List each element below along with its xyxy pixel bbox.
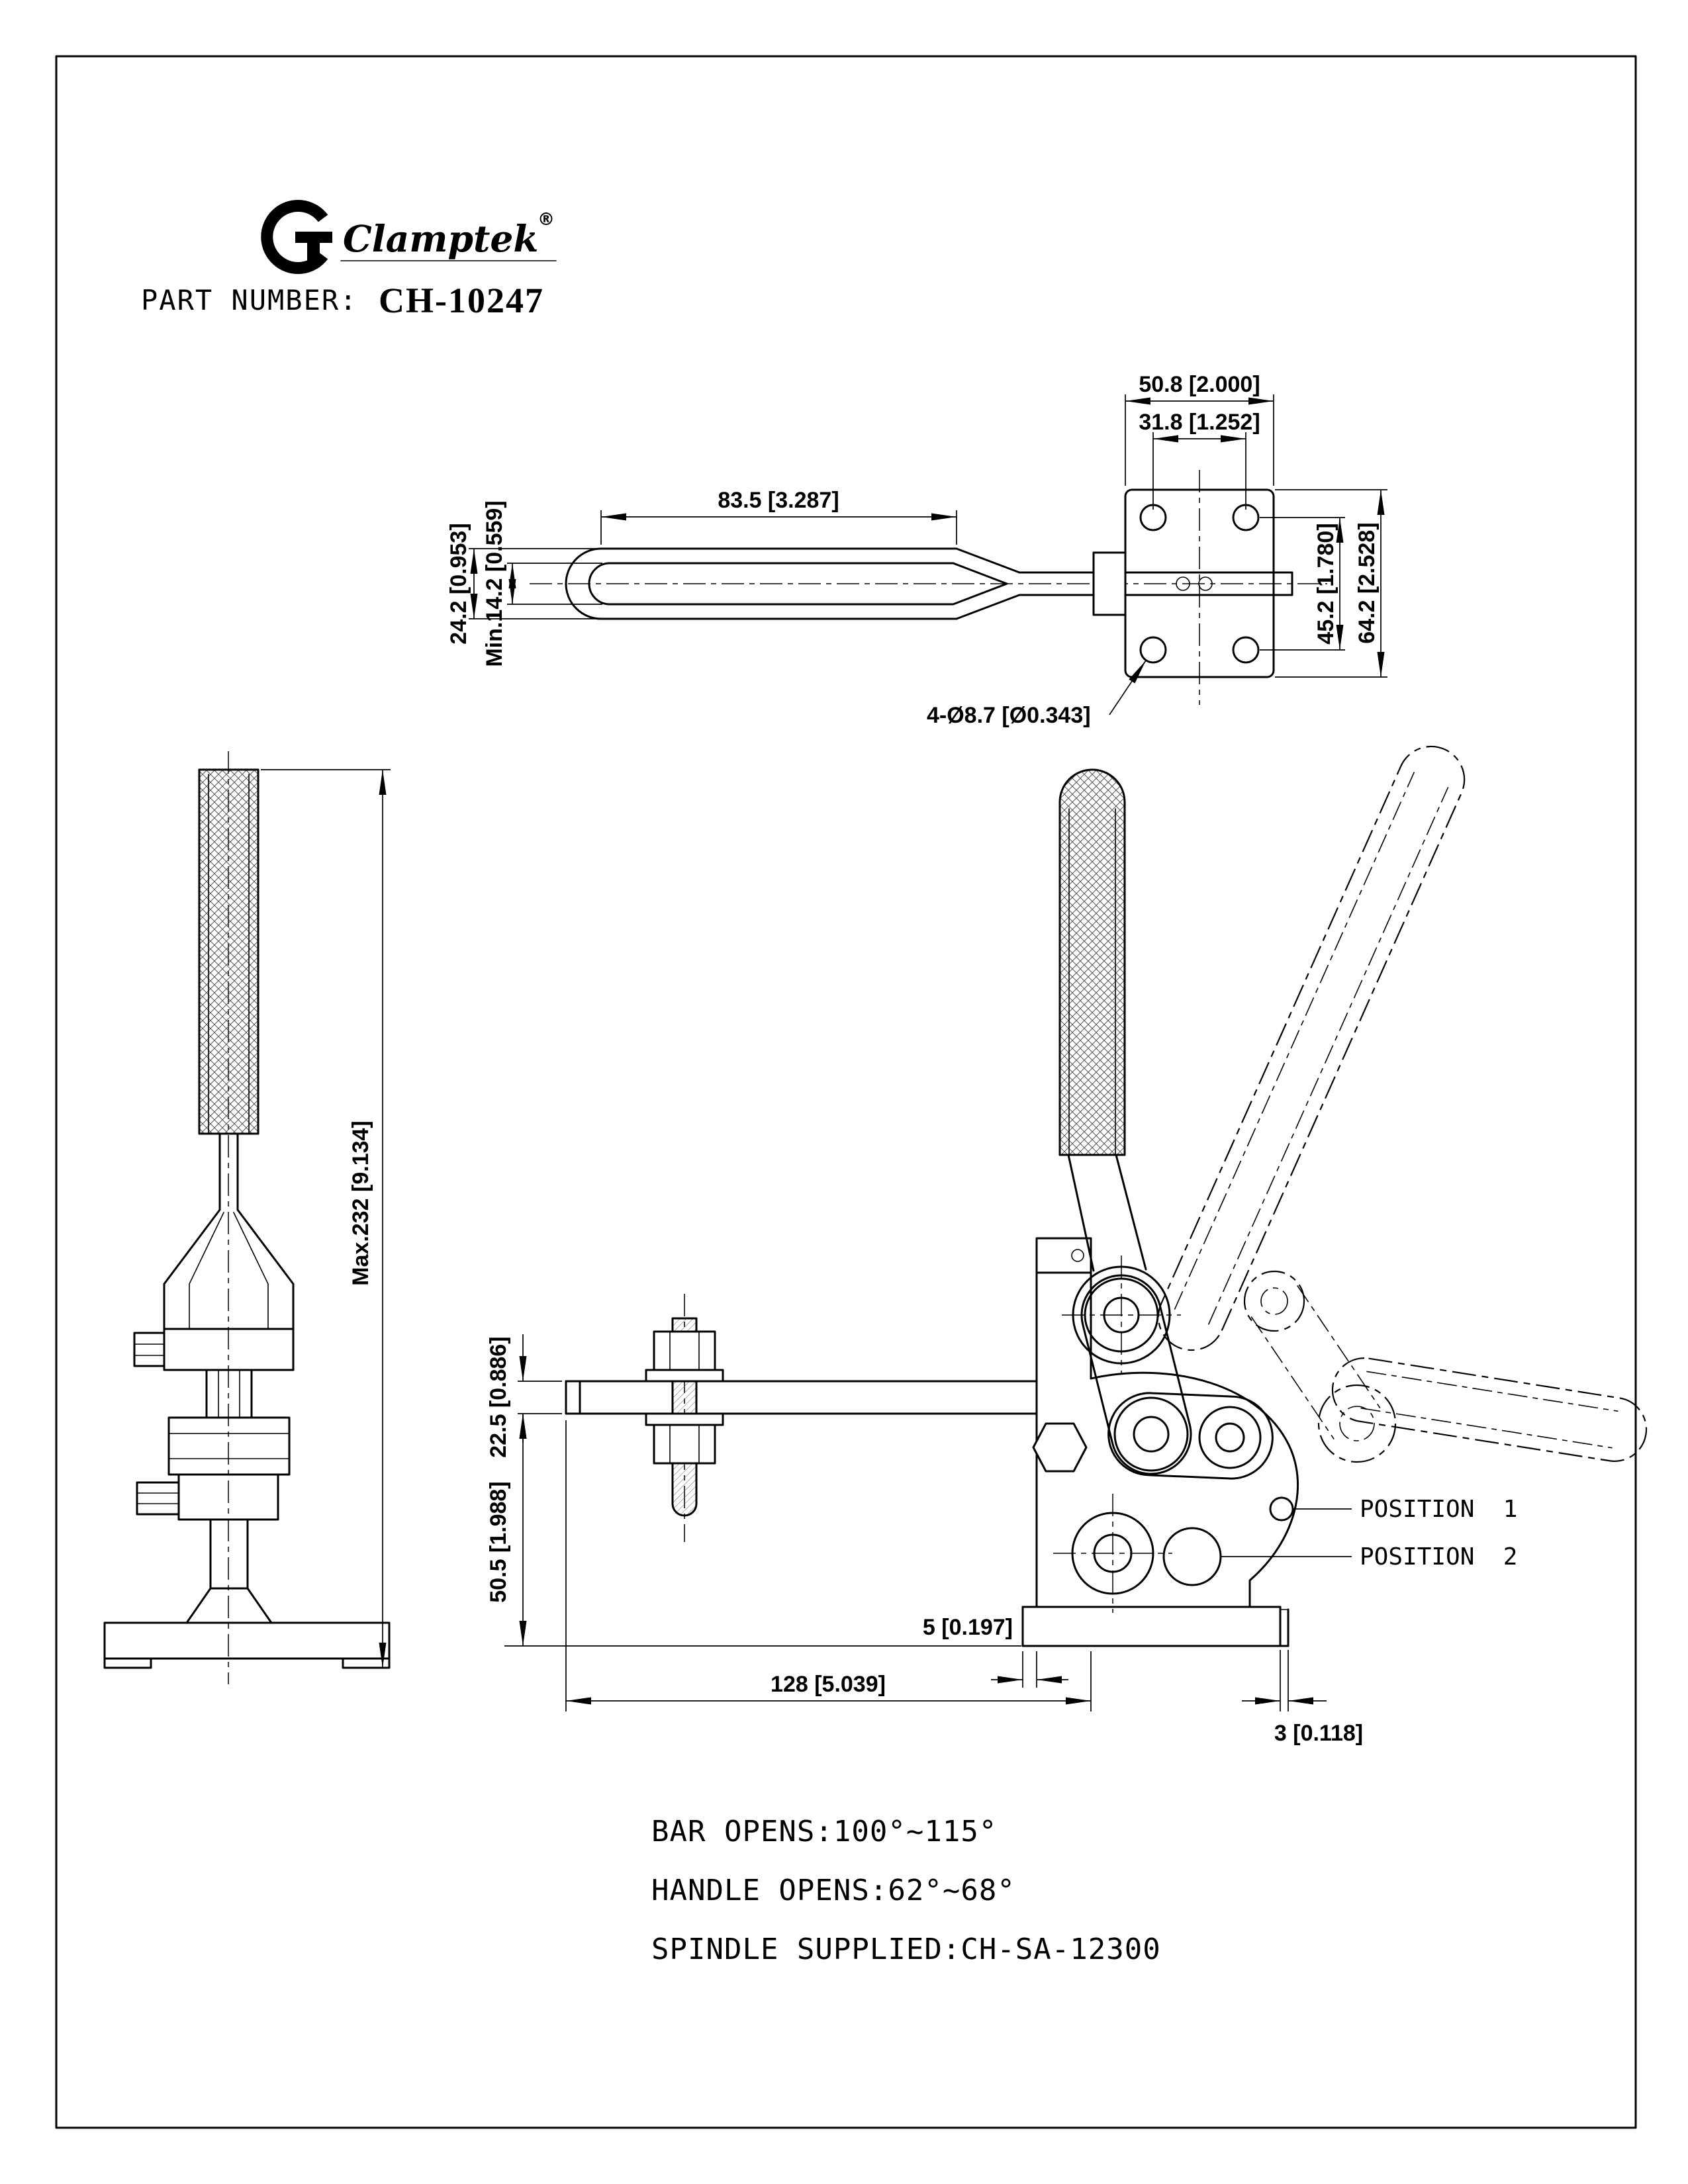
- dim-hole-pitch-height-text: 45.2 [1.780]: [1313, 523, 1338, 644]
- bar-tail-plate: [1107, 1392, 1274, 1480]
- side-bar-block: [167, 1416, 291, 1476]
- toggle-link: [1080, 1274, 1192, 1475]
- pivot-upper: [1062, 1255, 1181, 1375]
- mounting-hole: [1139, 636, 1167, 664]
- pivot-link-pin: [1198, 1406, 1262, 1469]
- phantom-open-bar: [1157, 745, 1466, 1351]
- side-column: [205, 1369, 253, 1419]
- spec-bar-opens: BAR OPENS:100°~115°: [651, 1815, 997, 1848]
- front-view: POSITION 1 POSITION 2 22.5 [0.886] 50.5 …: [486, 745, 1648, 1746]
- dim-rear-edge-offset-text: 3 [0.118]: [1274, 1721, 1363, 1746]
- spindle: [645, 1317, 724, 1517]
- clamp-body: [1035, 1237, 1299, 1608]
- base-plate: [1021, 1606, 1289, 1647]
- side-base: [103, 1518, 391, 1669]
- body-tab: [1035, 1237, 1092, 1274]
- side-handle-grip: [198, 768, 259, 1135]
- dim-plate-width: 50.8 [2.000]: [1125, 372, 1274, 486]
- dim-overall-height-text: Max.232 [9.134]: [348, 1120, 373, 1286]
- spindle-washer-upper: [645, 1369, 724, 1383]
- spec-handle-opens: HANDLE OPENS:62°~68°: [651, 1874, 1015, 1907]
- dim-hole-pitch-width-text: 31.8 [1.252]: [1139, 410, 1260, 435]
- dim-plate-width-text: 50.8 [2.000]: [1139, 372, 1260, 397]
- dim-hole-pitch-height: 45.2 [1.780]: [1260, 517, 1345, 651]
- dim-bar-length-text: 83.5 [3.287]: [718, 488, 839, 513]
- dim-overall-height: Max.232 [9.134]: [261, 769, 391, 1668]
- dim-bar-slot-width-text: Min.14.2 [0.559]: [482, 500, 507, 666]
- side-handle-fork: [163, 1132, 295, 1330]
- mounting-holes-callout: 4-Ø8.7 [Ø0.343]: [927, 660, 1147, 728]
- sheet-border: [55, 55, 1637, 2129]
- front-handle-grip: [1058, 768, 1126, 1156]
- mounting-holes-callout-text: 4-Ø8.7 [Ø0.343]: [927, 703, 1091, 728]
- part-number-label: PART NUMBER:: [141, 284, 357, 316]
- top-view-bracket: [1092, 551, 1127, 616]
- position-1-callout: POSITION 1: [1293, 1496, 1517, 1523]
- dim-plate-height: 64.2 [2.528]: [1275, 489, 1387, 678]
- spec-spindle-supplied: SPINDLE SUPPLIED:CH-SA-12300: [651, 1933, 1161, 1966]
- position-2-label: POSITION 2: [1360, 1543, 1517, 1570]
- dim-bar-section-height-text: 22.5 [0.886]: [486, 1336, 511, 1457]
- title-block: PART NUMBER: CH-10247: [141, 281, 544, 320]
- pivot-lower: [1053, 1494, 1172, 1613]
- top-view-u-bar: [565, 547, 1293, 620]
- mounting-hole: [1232, 636, 1260, 664]
- top-view: 50.8 [2.000] 31.8 [1.252] 83.5 [3.287] 2…: [446, 372, 1387, 728]
- logo: Clamptek ®: [261, 200, 557, 274]
- position-2-callout: POSITION 2: [1221, 1543, 1517, 1570]
- position-1-hole: [1269, 1496, 1294, 1522]
- dim-overall-length-text: 128 [5.039]: [771, 1672, 886, 1697]
- registered-mark: ®: [538, 210, 555, 230]
- position-2-hole: [1162, 1527, 1222, 1586]
- dim-base-edge-offset: 5 [0.197]: [923, 1615, 1068, 1688]
- dim-base-to-bar-text: 50.5 [1.988]: [486, 1481, 511, 1602]
- spindle-washer-lower: [645, 1412, 724, 1426]
- dim-bar-slot-width: Min.14.2 [0.559]: [482, 500, 602, 667]
- spec-notes: BAR OPENS:100°~115° HANDLE OPENS:62°~68°…: [651, 1815, 1161, 1966]
- dim-bar-outer-width-text: 24.2 [0.953]: [446, 523, 471, 644]
- spindle-nut-lower: [653, 1424, 716, 1465]
- dim-overall-length: 128 [5.039]: [565, 1420, 1092, 1711]
- bar-pivot-hex: [1032, 1422, 1088, 1473]
- dim-base-edge-offset-text: 5 [0.197]: [923, 1615, 1013, 1640]
- brand-name: Clamptek: [343, 217, 538, 260]
- logo-t-stem-icon: [307, 232, 320, 267]
- side-view: Max.232 [9.134]: [103, 751, 391, 1684]
- u-bar: [565, 1380, 1038, 1415]
- side-hex-bolt-lower: [136, 1481, 180, 1516]
- side-hex-bolt-upper: [133, 1332, 165, 1367]
- dim-bar-section-height: 22.5 [0.886]: [486, 1334, 562, 1458]
- dim-plate-height-text: 64.2 [2.528]: [1354, 522, 1380, 643]
- dim-bar-outer-width: 24.2 [0.953]: [446, 523, 597, 645]
- dim-hole-pitch-width: 31.8 [1.252]: [1139, 410, 1260, 510]
- dim-bar-length: 83.5 [3.287]: [600, 488, 957, 545]
- position-1-label: POSITION 1: [1360, 1496, 1517, 1523]
- logo-g-mark-icon: [261, 200, 328, 274]
- phantom-open-handle: [1243, 1270, 1648, 1463]
- rivet: [1198, 576, 1213, 591]
- dim-rear-edge-offset: 3 [0.118]: [1242, 1650, 1363, 1746]
- pivot-middle: [1113, 1396, 1189, 1472]
- rivet: [1176, 576, 1190, 591]
- front-handle: [1058, 768, 1147, 1272]
- dim-base-to-bar: 50.5 [1.988]: [486, 1414, 1021, 1647]
- spindle-nut-upper: [653, 1330, 716, 1371]
- part-number-value: CH-10247: [379, 281, 544, 320]
